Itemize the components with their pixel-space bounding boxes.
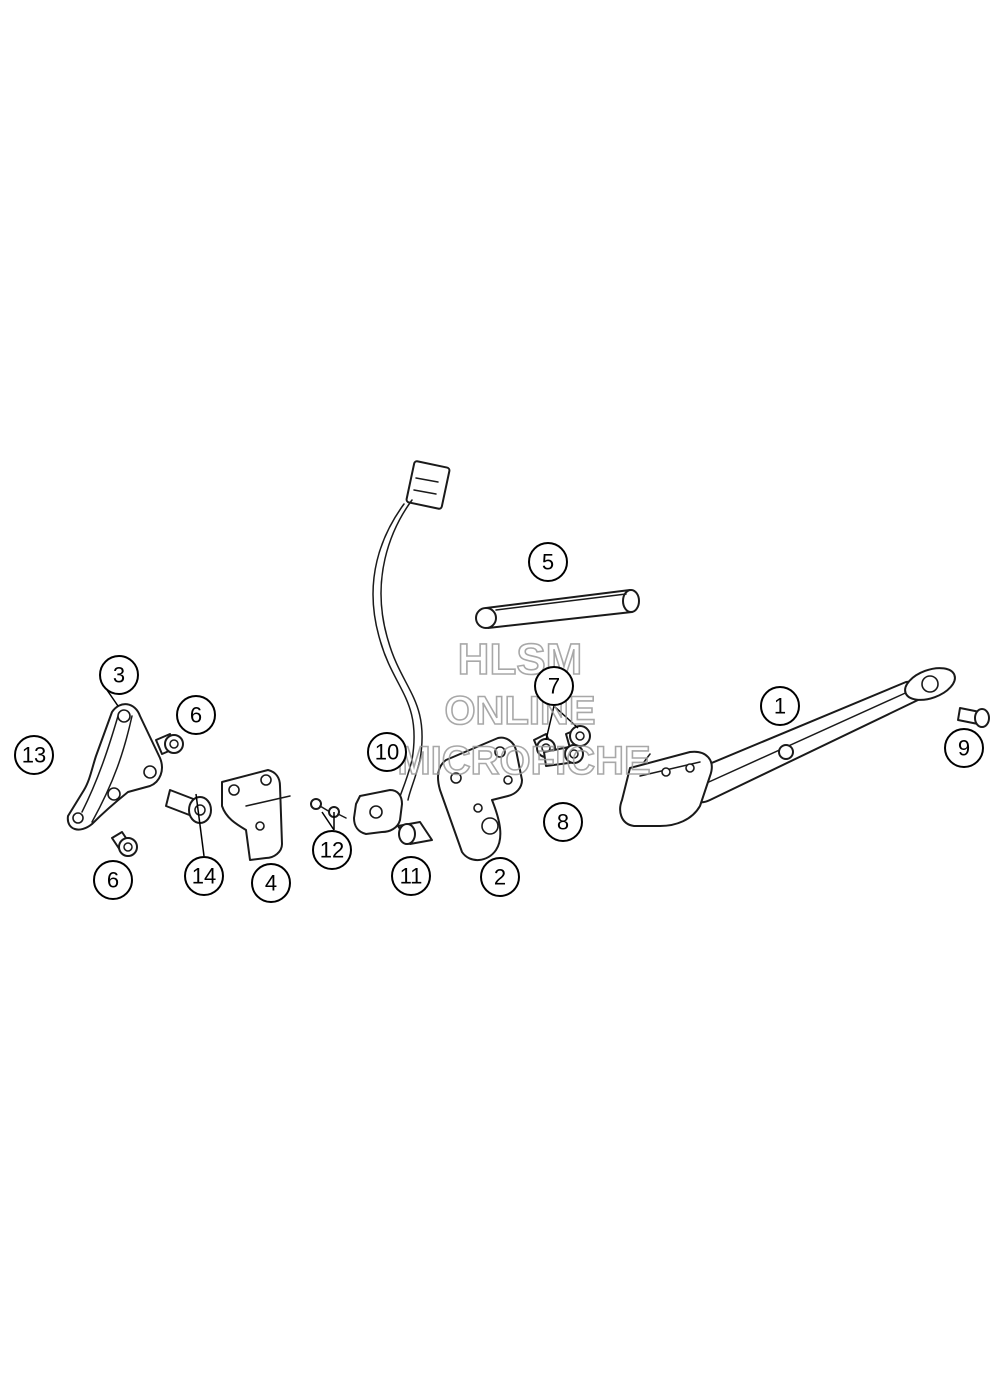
callout-1: 1 — [760, 686, 800, 726]
callout-11-label: 11 — [400, 864, 423, 889]
callout-14: 14 — [184, 856, 224, 896]
callout-6-lower-label: 6 — [107, 868, 119, 893]
callout-10-label: 10 — [375, 740, 399, 765]
callout-1-label: 1 — [774, 694, 786, 719]
part-11-sleeve — [397, 821, 433, 845]
callout-7: 7 — [534, 666, 574, 706]
part-3-bracket — [66, 703, 163, 831]
callout-2-label: 2 — [494, 865, 506, 890]
part-9-pin — [957, 707, 990, 728]
part-5-spring — [475, 589, 640, 629]
watermark-line-3: MICROFICHE — [397, 739, 650, 783]
callout-11: 11 — [391, 856, 431, 896]
part-10-sensor — [353, 460, 451, 835]
part-12-screws — [310, 798, 347, 819]
callout-8-label: 8 — [557, 810, 569, 835]
callout-13: 13 — [14, 735, 54, 775]
callout-4-label: 4 — [265, 871, 277, 896]
callout-5: 5 — [528, 542, 568, 582]
part-1-side-stand — [619, 667, 956, 827]
callout-10: 10 — [367, 732, 407, 772]
part-6-bolt-upper — [155, 733, 184, 755]
callout-8: 8 — [543, 802, 583, 842]
watermark-line-2: ONLINE — [444, 689, 595, 733]
callout-3-label: 3 — [113, 663, 125, 688]
callout-6-upper-label: 6 — [190, 703, 202, 728]
callout-4: 4 — [251, 863, 291, 903]
part-8-bolt — [543, 744, 584, 767]
part-14-pin — [165, 789, 212, 824]
callout-12-label: 12 — [320, 838, 344, 863]
callout-13-label: 13 — [22, 743, 46, 768]
callout-3: 3 — [99, 655, 139, 695]
part-4-plate — [221, 769, 291, 861]
callout-6-lower: 6 — [93, 860, 133, 900]
callout-9-label: 9 — [958, 736, 970, 761]
part-2-mounting-plate — [437, 736, 523, 861]
callout-2: 2 — [480, 857, 520, 897]
callout-9: 9 — [944, 728, 984, 768]
callout-7-label: 7 — [548, 674, 560, 699]
callout-6-upper: 6 — [176, 695, 216, 735]
part-6-bolt-lower — [111, 831, 138, 857]
callout-14-label: 14 — [192, 864, 216, 889]
leader-lines — [106, 689, 579, 857]
watermark: HLSM ONLINE MICROFICHE — [397, 634, 652, 784]
callout-5-label: 5 — [542, 550, 554, 575]
callout-12: 12 — [312, 830, 352, 870]
